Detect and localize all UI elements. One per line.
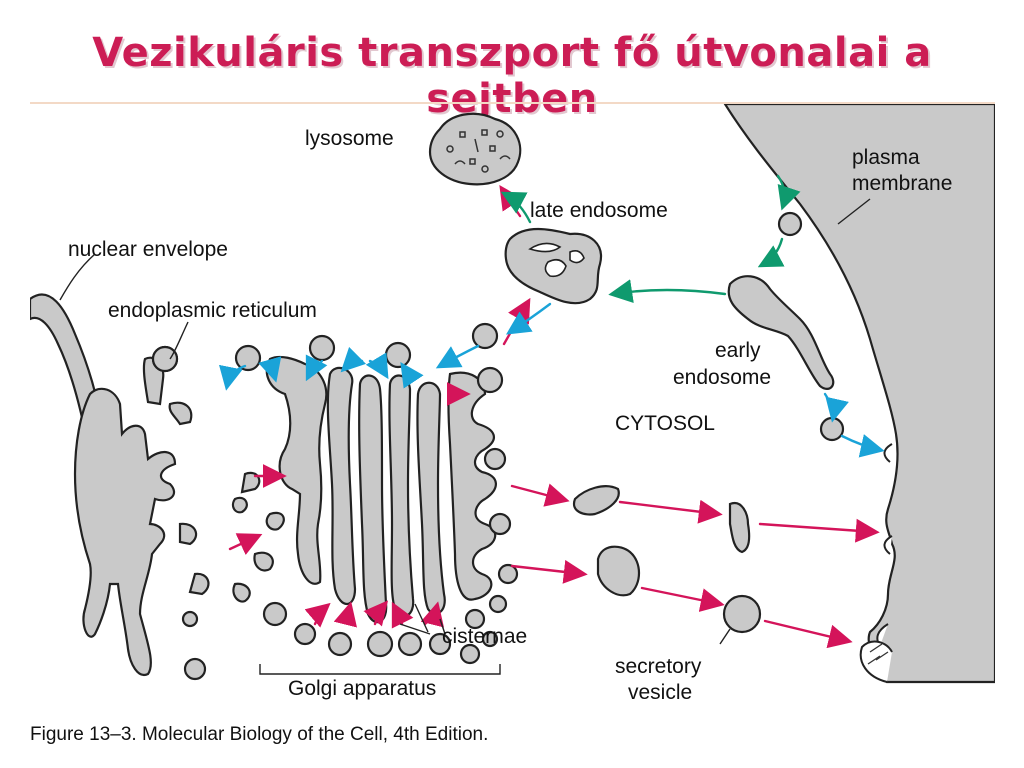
endoplasmic-reticulum-shape [73,345,210,677]
late-endosome-organelle [504,227,603,305]
slide-title: Vezikuláris transzport fő útvonalai a se… [92,30,932,122]
golgi-apparatus-label: Golgi apparatus [288,677,436,700]
secretory-vesicle-organelle [722,594,762,634]
early-endosome-label-line1: early [715,339,761,362]
figure-caption: Figure 13–3. Molecular Biology of the Ce… [30,724,489,745]
secretory-vesicle-label-line2: vesicle [628,681,692,704]
plasma-membrane-label-line1: plasma [852,146,920,169]
early-endosome-label-line2: endosome [673,366,771,389]
endoplasmic-reticulum-label: endoplasmic reticulum [108,299,317,322]
title-divider [30,102,995,104]
vesicular-transport-diagram: lysosome late endosome plasma membrane n… [30,104,995,704]
golgi-stack [183,355,519,681]
lysosome-label: lysosome [305,127,394,150]
nuclear-envelope-label: nuclear envelope [68,238,228,261]
secretory-vesicle-label-line1: secretory [615,655,702,678]
figure-panel: lysosome late endosome plasma membrane n… [30,104,995,714]
late-endosome-label: late endosome [530,199,668,222]
plasma-membrane [723,104,995,684]
vesicle [151,345,179,373]
biosynthetic-arrows [228,185,880,649]
endocytic-vesicle [777,211,803,237]
early-endosome-organelle [727,275,835,390]
cisternae-label: cisternae [442,625,527,648]
leader-lines [59,198,871,675]
secreted-content-icon [867,643,889,665]
plasma-membrane-label-line2: membrane [852,172,952,195]
cytosol-label: CYTOSOL [615,412,715,435]
endocytic-arrows [500,174,801,303]
lysosome-organelle [428,112,522,186]
retrieval-arrows [219,302,885,458]
